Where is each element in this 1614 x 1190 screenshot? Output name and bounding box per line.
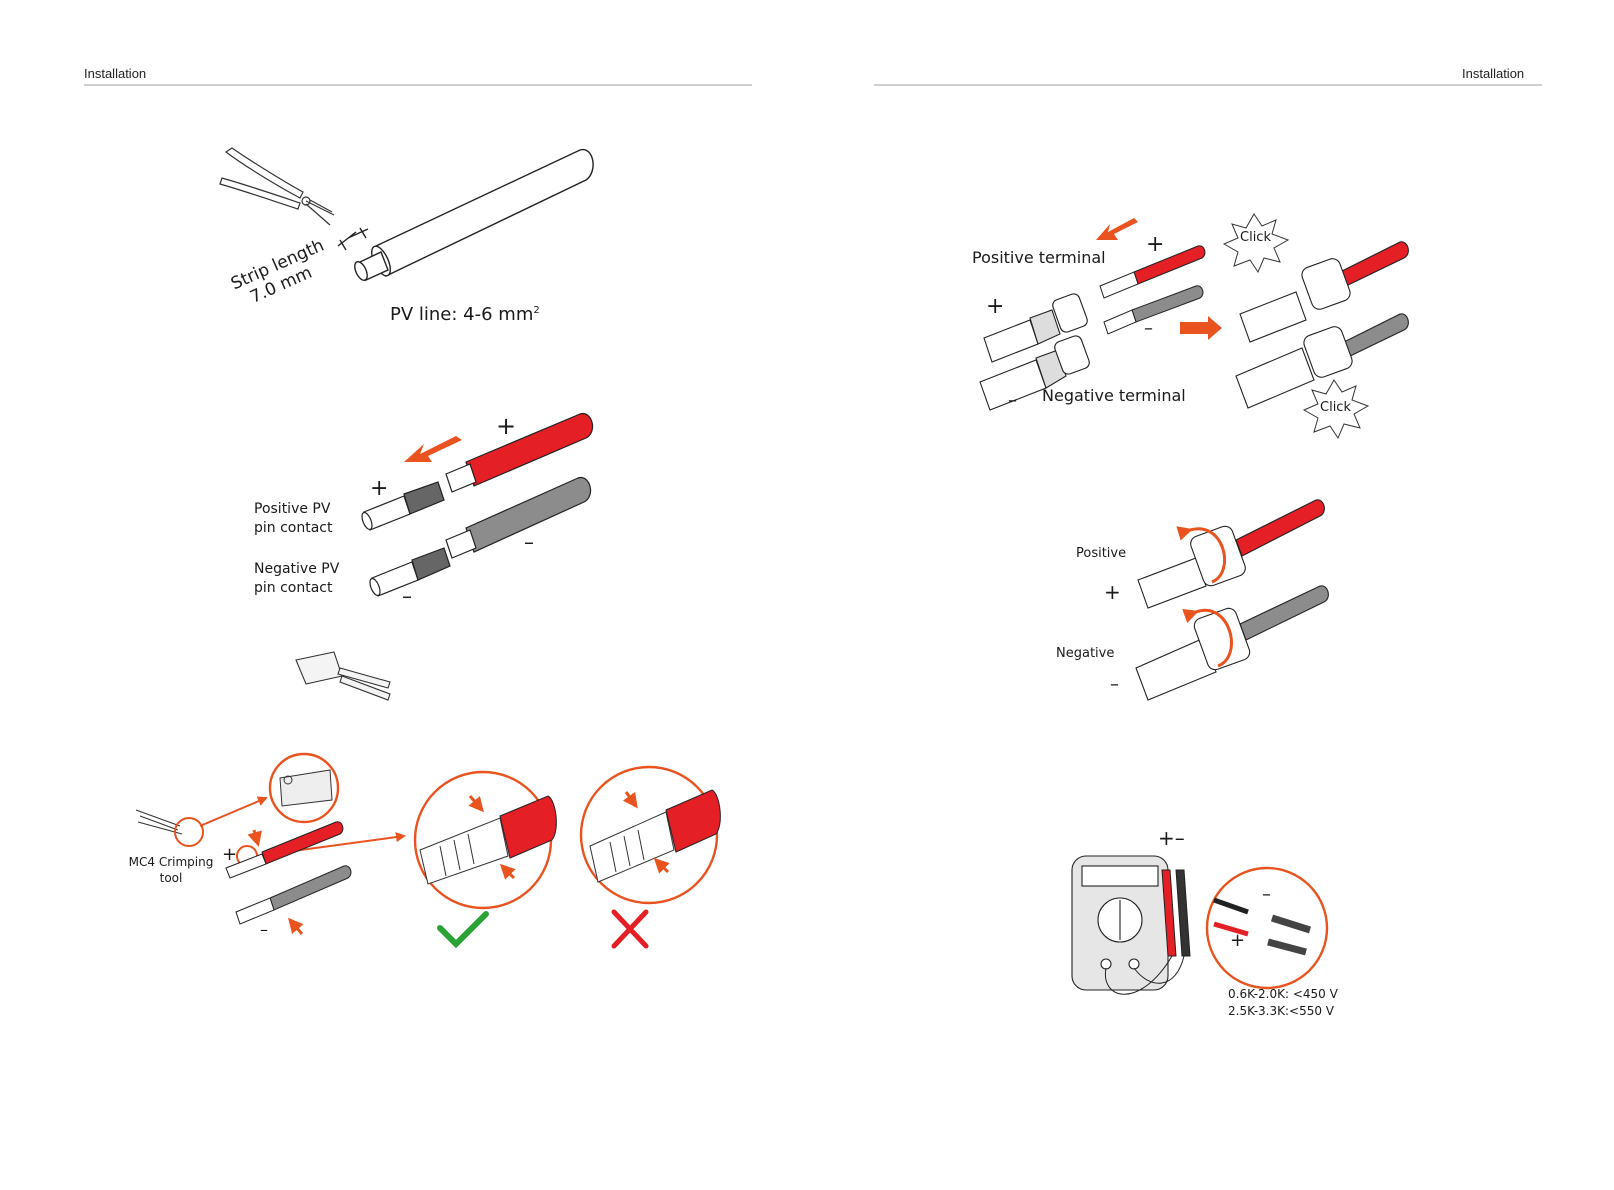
- crimp-point-arrow-2: [290, 920, 302, 934]
- crimper-jaw-detail: [270, 754, 338, 822]
- detail-probe-plus: +: [1230, 930, 1245, 951]
- negative-pv-pin-contact-label: Negative PV pin contact: [254, 560, 339, 598]
- pins-positive-plus: +: [370, 476, 388, 501]
- meter-probe-signs: +–: [1158, 826, 1185, 850]
- tighten-negative-label: Negative: [1056, 646, 1114, 661]
- insert-terminal-arrow-icon: [1096, 218, 1138, 240]
- positive-terminal-label: Positive terminal: [972, 248, 1106, 267]
- negative-pin-line2: pin contact: [254, 579, 339, 598]
- tighten-negative-minus: –: [1110, 674, 1119, 695]
- incorrect-crimp-detail: [581, 767, 720, 903]
- detail-probe-minus: –: [1262, 884, 1271, 905]
- pv-line-superscript: 2: [533, 305, 539, 316]
- positive-pin-line1: Positive PV: [254, 500, 333, 519]
- grey-cable-icon: [446, 478, 591, 558]
- terminal-connector-minus: –: [1008, 390, 1017, 411]
- crimp-minus: –: [260, 920, 268, 939]
- wire-stripper-icon: [220, 148, 334, 225]
- cross-mark-icon: [614, 912, 646, 946]
- crimping-tool-line2: tool: [126, 870, 216, 886]
- negative-pin-line1: Negative PV: [254, 560, 339, 579]
- crimper-zoom-circle: [175, 818, 203, 846]
- crimping-tool-line1: MC4 Crimping: [126, 854, 216, 870]
- pv-cable-strip-icon: [338, 150, 593, 283]
- tighten-positive-plus: +: [1104, 580, 1121, 604]
- pv-line-label: PV line: 4-6 mm2: [390, 304, 540, 325]
- crimping-tool-icon: [296, 652, 390, 700]
- assemble-arrow-icon: [1180, 316, 1222, 340]
- zoom-link-arrow-1: [200, 798, 266, 826]
- pins-red-plus: +: [496, 412, 516, 440]
- terminal-cable-plus: +: [1146, 232, 1164, 257]
- positive-pv-pin-contact-label: Positive PV pin contact: [254, 500, 333, 538]
- pins-negative-minus: –: [402, 584, 412, 608]
- pv-line-text: PV line: 4-6 mm: [390, 304, 533, 325]
- voltage-range-label: 0.6K-2.0K: <450 V 2.5K-3.3K:<550 V: [1228, 986, 1338, 1020]
- negative-terminal-label: Negative terminal: [1042, 386, 1186, 405]
- mc4-crimping-tool-label: MC4 Crimping tool: [126, 854, 216, 886]
- terminal-cable-minus: –: [1144, 318, 1153, 339]
- terminal-connector-plus: +: [986, 294, 1004, 319]
- voltage-range-line1: 0.6K-2.0K: <450 V: [1228, 986, 1338, 1003]
- crimp-grey-cable-icon: [236, 866, 351, 924]
- click-bottom-label: Click: [1320, 400, 1351, 415]
- click-top-label: Click: [1240, 230, 1271, 245]
- pins-grey-minus: –: [524, 530, 534, 554]
- multimeter-icon: [1072, 856, 1168, 990]
- check-mark-icon: [440, 914, 486, 944]
- tighten-positive-label: Positive: [1076, 546, 1126, 561]
- crimp-plus: +: [222, 844, 237, 865]
- red-cable-icon: [446, 414, 593, 492]
- correct-crimp-detail: [415, 772, 556, 908]
- insert-arrow-icon: [404, 436, 462, 462]
- positive-pin-line2: pin contact: [254, 519, 333, 538]
- crimp-red-cable-icon: [226, 822, 343, 878]
- tighten-positive-connector-icon: [1138, 500, 1324, 608]
- crimp-point-arrow-1: [254, 830, 258, 844]
- voltage-range-line2: 2.5K-3.3K:<550 V: [1228, 1003, 1338, 1020]
